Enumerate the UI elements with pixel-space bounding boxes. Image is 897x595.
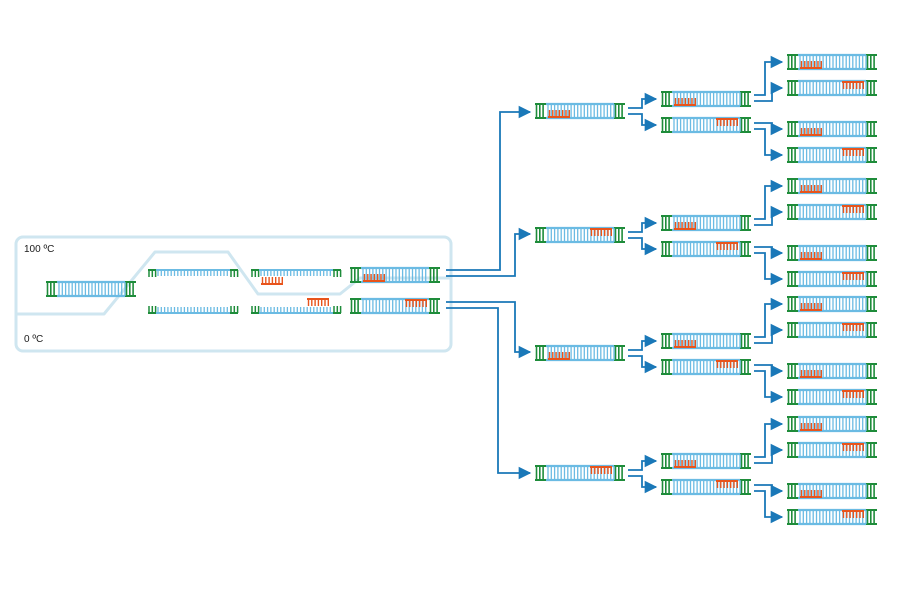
arrow-to-gen3	[754, 364, 784, 378]
gen2-product	[661, 478, 751, 496]
thermal-cycle-panel	[14, 235, 453, 353]
template-dna	[46, 280, 136, 298]
gen2-product	[661, 452, 751, 470]
gen3-product	[787, 321, 877, 339]
arrow-to-gen2	[628, 237, 658, 256]
arrow-to-gen3	[754, 252, 784, 286]
gen3-product	[787, 441, 877, 459]
arrow-to-gen1-a	[446, 105, 532, 271]
high-temp-label: 100 ºC	[24, 244, 54, 255]
arrow-to-gen2	[628, 475, 658, 494]
gen2-product	[661, 358, 751, 376]
low-temp-label: 0 ºC	[24, 334, 43, 345]
gen3-product	[787, 270, 877, 288]
annealed-top-strand	[251, 269, 342, 285]
denatured-bottom-strand	[148, 306, 239, 314]
arrow-to-gen3	[754, 55, 784, 96]
arrow-to-gen2	[628, 355, 658, 374]
extended-copy-top	[350, 266, 440, 284]
gen1-product	[535, 464, 625, 482]
arrow-to-gen2	[628, 216, 658, 233]
temperature-profile-line	[16, 250, 451, 316]
gen3-product	[787, 388, 877, 406]
gen3-product	[787, 120, 877, 138]
arrow-to-gen3	[754, 297, 784, 338]
gen2-product	[661, 90, 751, 108]
arrow-to-gen3	[754, 179, 784, 220]
arrow-to-gen2	[628, 334, 658, 351]
gen2-product	[661, 240, 751, 258]
denatured-top-strand	[148, 269, 239, 277]
gen3-product	[787, 79, 877, 97]
gen3-product	[787, 362, 877, 380]
arrow-to-gen3	[754, 122, 784, 136]
gen3-product	[787, 508, 877, 526]
gen1-product	[535, 102, 625, 120]
arrow-to-gen2	[628, 454, 658, 471]
annealed-bottom-strand	[251, 298, 342, 314]
gen1-product	[535, 226, 625, 244]
arrow-to-gen3	[754, 443, 784, 464]
gen3-product	[787, 295, 877, 313]
gen2-product	[661, 332, 751, 350]
gen3-product	[787, 203, 877, 221]
arrow-to-gen3	[754, 484, 784, 498]
amplification-tree	[446, 53, 877, 526]
arrow-to-gen3	[754, 128, 784, 162]
arrow-to-gen1-d	[446, 307, 532, 480]
arrow-to-gen3	[754, 490, 784, 524]
gen3-product	[787, 244, 877, 262]
arrow-to-gen3	[754, 81, 784, 102]
gen2-product	[661, 214, 751, 232]
gen1-product	[535, 344, 625, 362]
arrow-to-gen3	[754, 205, 784, 226]
cycle-stages	[46, 266, 440, 315]
gen3-product	[787, 415, 877, 433]
gen2-product	[661, 116, 751, 134]
arrow-to-gen3	[754, 246, 784, 260]
gen3-product	[787, 482, 877, 500]
arrow-to-gen3	[754, 417, 784, 458]
arrow-to-gen2	[628, 92, 658, 109]
arrow-to-gen1-b	[446, 227, 532, 277]
arrow-to-gen3	[754, 370, 784, 404]
arrow-to-gen2	[628, 113, 658, 132]
extended-copy-bottom	[350, 297, 440, 315]
arrow-to-gen3	[754, 323, 784, 344]
gen3-product	[787, 146, 877, 164]
gen3-product	[787, 53, 877, 71]
arrow-to-gen1-c	[446, 301, 532, 359]
gen3-product	[787, 177, 877, 195]
